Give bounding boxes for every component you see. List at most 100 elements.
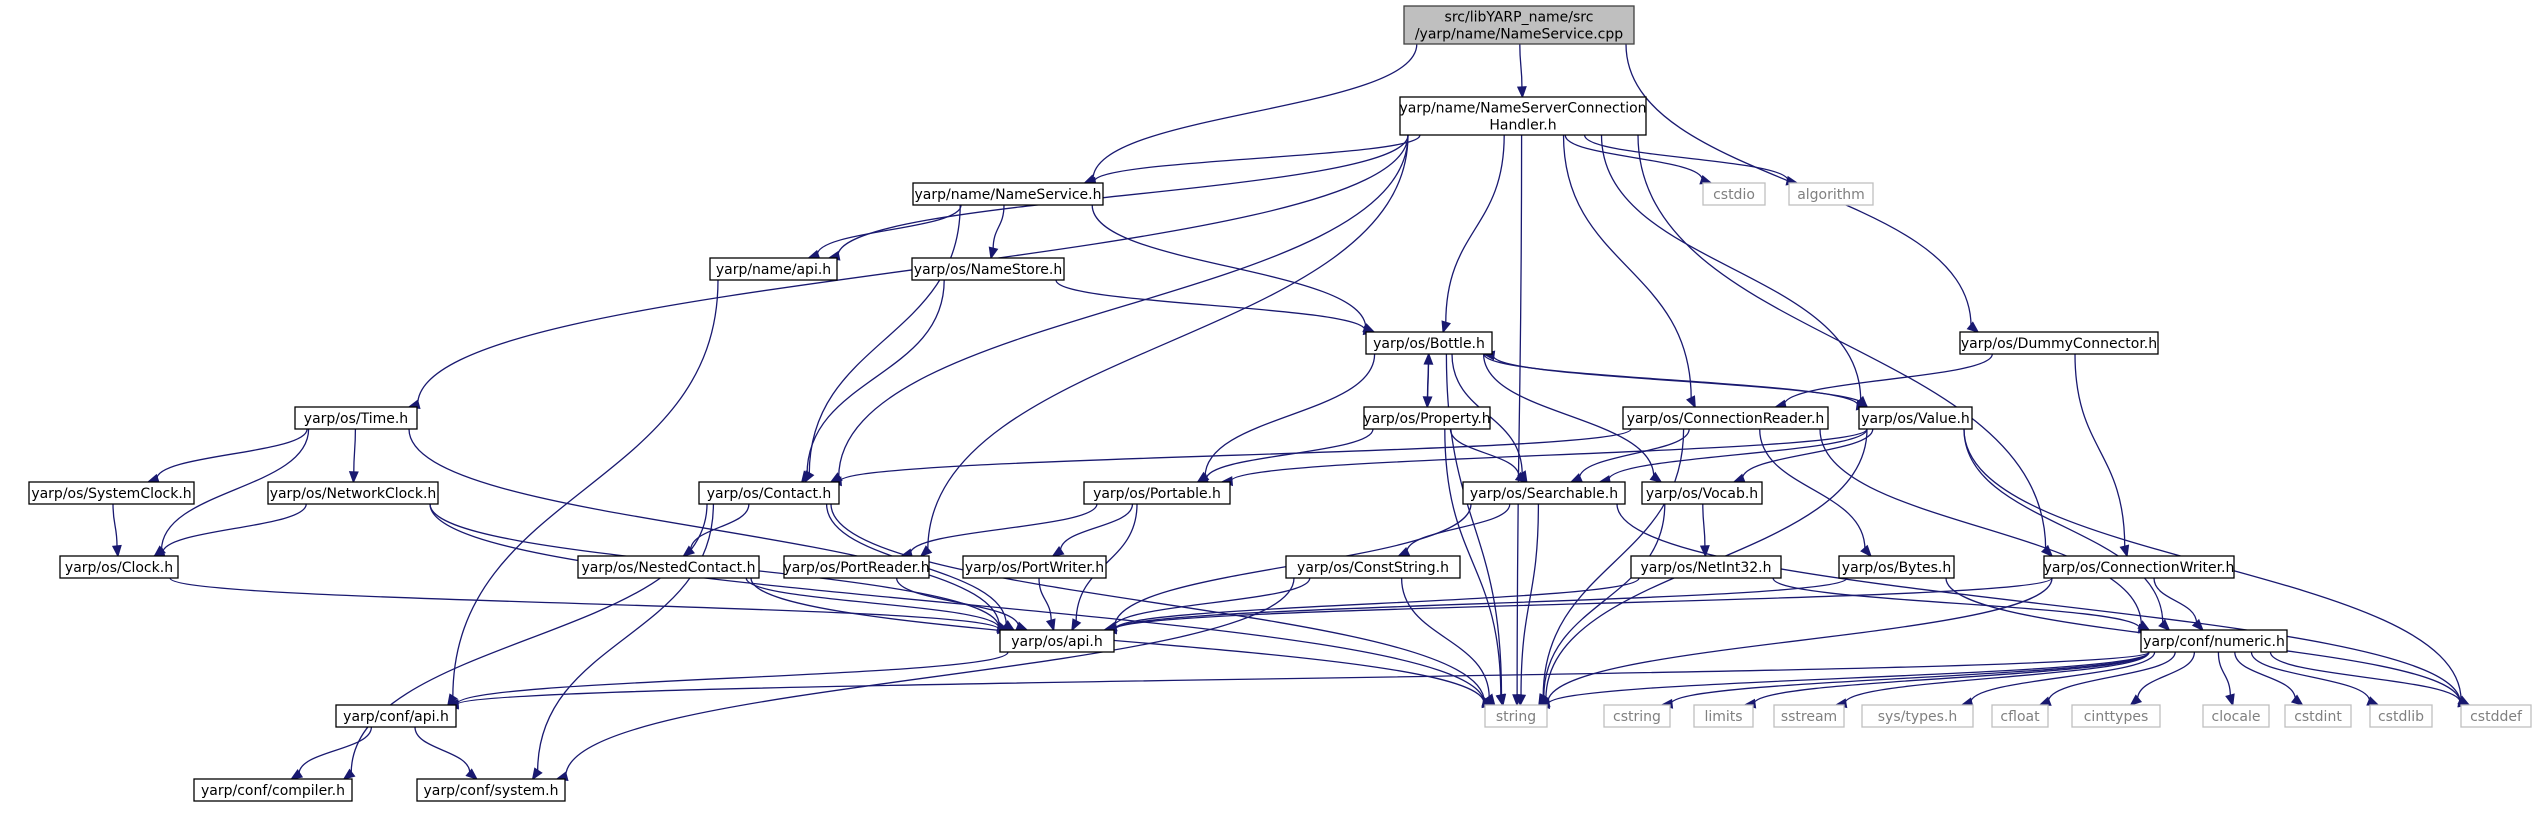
edge-line (2074, 353, 2126, 548)
edge-line (927, 134, 1409, 551)
edge-line (1055, 279, 1366, 331)
node-yarp-conf-numeric-h[interactable]: yarp/conf/numeric.h (2140, 629, 2288, 653)
node-yarp-os-time-h[interactable]: yarp/os/Time.h (294, 406, 418, 430)
node-yarp-os-connectionwriter-h[interactable]: yarp/os/ConnectionWriter.h (2043, 555, 2235, 579)
node-yarp-os-namestore-h[interactable]: yarp/os/NameStore.h (911, 257, 1065, 281)
edge-namestore-to-contact (800, 279, 945, 484)
node-yarp-os-api-h[interactable]: yarp/os/api.h (999, 629, 1115, 653)
node-yarp-os-contact-h[interactable]: yarp/os/Contact.h (698, 481, 840, 505)
edge-line (2217, 651, 2232, 697)
edge-connreader-to-numeric (1819, 428, 2151, 631)
edge-namestore-to-bottle (1055, 279, 1376, 336)
edge-arrowhead (2191, 618, 2204, 632)
edge-line (1114, 577, 2053, 631)
edge-bottle-to-value (1483, 353, 1869, 411)
node-yarp-os-portable-h[interactable]: yarp/os/Portable.h (1083, 481, 1231, 505)
edge-line (1205, 428, 1374, 480)
node-yarp-os-portreader-h[interactable]: yarp/os/PortReader.h (783, 555, 930, 579)
node-label: yarp/name/NameService.h (914, 187, 1101, 203)
edge-line (1038, 577, 1052, 622)
node-yarp-os-property-h[interactable]: yarp/os/Property.h (1363, 406, 1491, 430)
edge-time-to-netclock (348, 428, 359, 484)
node-yarp-os-dummyconnector-h[interactable]: yarp/os/DummyConnector.h (1959, 331, 2159, 355)
node-label: src/libYARP_name/src (1445, 10, 1594, 26)
edge-line (2153, 577, 2198, 624)
node-yarp-os-clock-h[interactable]: yarp/os/Clock.h (59, 555, 179, 579)
node-yarp-os-networkclock-h[interactable]: yarp/os/NetworkClock.h (267, 481, 439, 505)
edge-nsch-to-string (1512, 134, 1523, 707)
edge-line (298, 726, 373, 775)
node-algorithm: algorithm (1788, 182, 1874, 206)
node-label: cinttypes (2084, 709, 2149, 725)
node-box (1693, 704, 1754, 728)
node-cstdio: cstdio (1702, 182, 1766, 206)
edge-line (1091, 204, 1367, 329)
edge-arrowhead (342, 768, 356, 781)
edge-numeric-to-cfloat (2038, 651, 2176, 706)
edge-osapi-to-confapi (446, 651, 1009, 709)
edge-line (1963, 428, 2164, 624)
edge-line (1482, 353, 1655, 477)
node-label: string (1496, 709, 1536, 725)
edge-line (1819, 428, 2142, 626)
edge-line (1445, 134, 1505, 324)
node-box (1462, 481, 1626, 505)
node-label: yarp/os/Clock.h (65, 560, 173, 576)
node-label: yarp/os/Property.h (1363, 411, 1490, 427)
node-label: yarp/conf/compiler.h (201, 783, 345, 799)
edge-line (1759, 428, 1866, 550)
node-yarp-conf-compiler-h[interactable]: yarp/conf/compiler.h (193, 778, 353, 802)
node-string: string (1484, 704, 1548, 728)
node-src-libyarp-name-src-yarp-name-nameservice-cpp[interactable]: src/libYARP_name/src/yarp/name/NameServi… (1403, 5, 1635, 45)
node-yarp-os-value-h[interactable]: yarp/os/Value.h (1858, 406, 1973, 430)
edge-line (1637, 134, 2047, 550)
node-yarp-os-bottle-h[interactable]: yarp/os/Bottle.h (1365, 331, 1493, 355)
edge-arrowhead (1516, 693, 1527, 707)
edge-arrowhead (447, 693, 458, 707)
edge-line (839, 428, 1632, 482)
node-box (294, 406, 418, 430)
edge-arrowhead (919, 545, 933, 558)
edge-line (112, 503, 118, 548)
node-yarp-os-systemclock-h[interactable]: yarp/os/SystemClock.h (28, 481, 195, 505)
node-yarp-os-vocab-h[interactable]: yarp/os/Vocab.h (1641, 481, 1763, 505)
node-yarp-os-portwriter-h[interactable]: yarp/os/PortWriter.h (962, 555, 1107, 579)
edge-portwriter-to-osapi (1038, 577, 1056, 632)
edge-line (1114, 577, 1848, 630)
node-box (1484, 704, 1548, 728)
edge-line (1970, 651, 2156, 703)
edge-line (1600, 134, 1862, 401)
node-box (2284, 704, 2352, 728)
node-box (267, 481, 439, 505)
node-yarp-os-searchable-h[interactable]: yarp/os/Searchable.h (1462, 481, 1626, 505)
edge-value-to-searchable (1598, 428, 1868, 485)
node-box (2043, 555, 2235, 579)
node-yarp-name-api-h[interactable]: yarp/name/api.h (709, 257, 838, 281)
edge-arrowhead (1051, 546, 1065, 557)
node-yarp-os-bytes-h[interactable]: yarp/os/Bytes.h (1838, 555, 1955, 579)
node-cstdlib: cstdlib (2369, 704, 2433, 728)
edge-nameservice-to-bottle (1091, 204, 1376, 333)
node-yarp-os-nestedcontact-h[interactable]: yarp/os/NestedContact.h (577, 555, 760, 579)
edge-line (1583, 134, 1789, 182)
node-yarp-os-netint32-h[interactable]: yarp/os/NetInt32.h (1630, 555, 1782, 579)
node-yarp-conf-system-h[interactable]: yarp/conf/system.h (416, 778, 566, 802)
node-yarp-name-nameservice-h[interactable]: yarp/name/NameService.h (912, 182, 1104, 206)
edge-line (806, 279, 945, 475)
dependency-edges (111, 43, 2471, 781)
node-yarp-os-connectionreader-h[interactable]: yarp/os/ConnectionReader.h (1622, 406, 1829, 430)
edge-line (1093, 134, 1421, 183)
edge-dummy-to-connwriter (2074, 353, 2130, 558)
edge-line (1059, 503, 1134, 552)
edge-numeric-to-clocale (2217, 651, 2235, 707)
node-box (1083, 481, 1231, 505)
edge-confapi-to-compiler (289, 726, 373, 780)
edge-arrowhead (2290, 694, 2304, 707)
node-yarp-conf-api-h[interactable]: yarp/conf/api.h (335, 704, 457, 728)
edge-line (1578, 428, 1690, 479)
node-yarp-os-conststring-h[interactable]: yarp/os/ConstString.h (1285, 555, 1461, 579)
edge-line (1492, 354, 1868, 408)
edge-arrowhead (465, 768, 479, 781)
edge-root-to-nsch (1516, 43, 1527, 99)
